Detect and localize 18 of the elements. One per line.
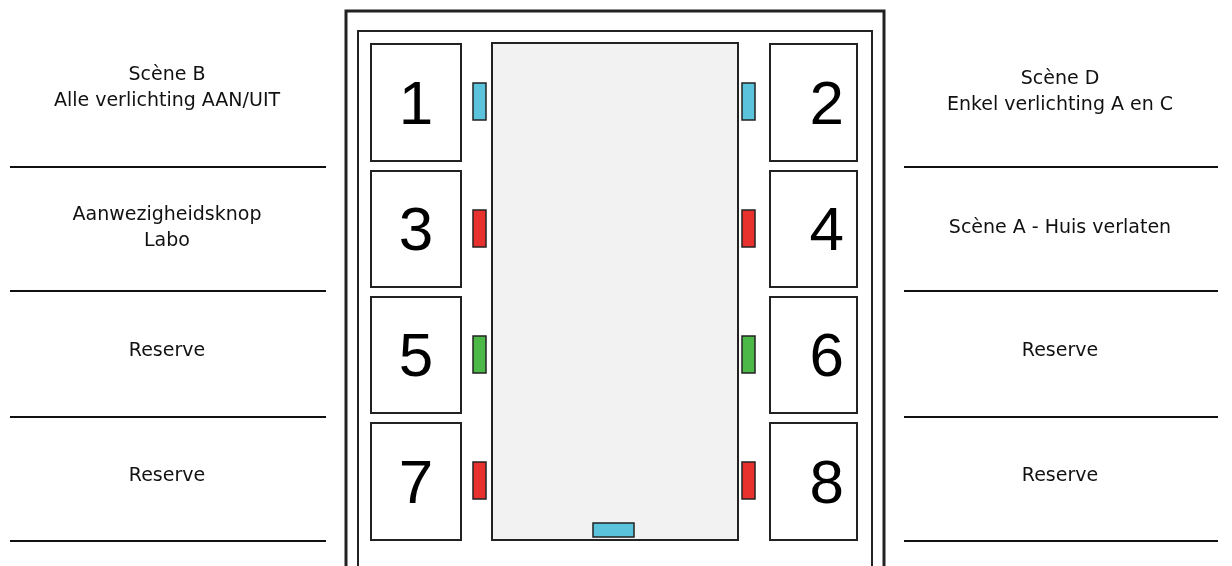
label-text: Reserve (127, 338, 207, 360)
push-button: 6 (769, 296, 858, 414)
label-text: Scène B (127, 62, 207, 84)
push-button: 1 (370, 43, 462, 162)
label-text: Reserve (127, 463, 207, 485)
label-text: Reserve (1020, 338, 1100, 360)
label-text: Aanwezigheidsknop Labo (72, 201, 262, 252)
push-button: 7 (370, 422, 462, 541)
label-text: Scène A - Huis verlaten (947, 215, 1173, 237)
label-text: Enkel verlichting A en C (945, 92, 1175, 114)
label-text: Reserve (1020, 463, 1100, 485)
label-text: Alle verlichting AAN/UIT (52, 88, 282, 110)
push-button: 3 (370, 170, 462, 288)
push-button: 4 (769, 170, 858, 288)
push-button: 8 (769, 422, 858, 541)
push-button: 2 (769, 43, 858, 162)
push-button: 5 (370, 296, 462, 414)
label-text: Scène D (1019, 66, 1101, 88)
